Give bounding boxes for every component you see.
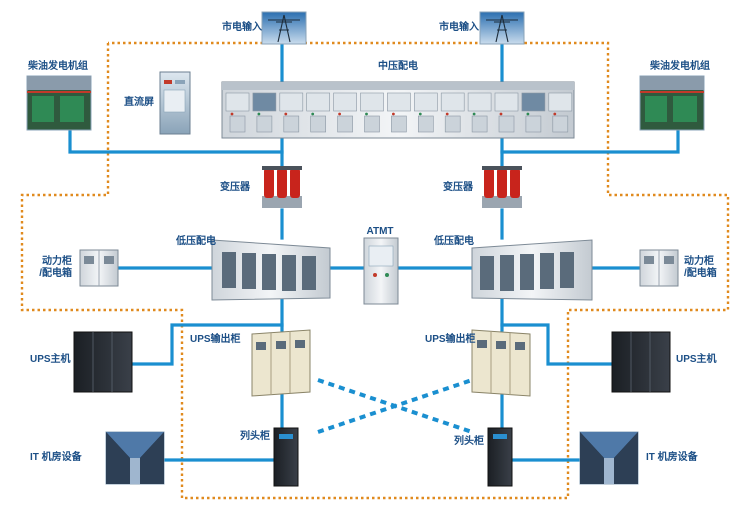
label-grid-left: 市电输入 — [222, 22, 262, 33]
label-ups-output-right: UPS输出柜 — [425, 334, 476, 345]
label-column-head-left: 列头柜 — [240, 431, 270, 442]
label-transformer-left: 变压器 — [220, 182, 250, 193]
label-atmt: ATMT — [366, 226, 394, 237]
label-transformer-right: 变压器 — [443, 182, 473, 193]
label-dc-screen: 直流屏 — [124, 97, 154, 108]
wire-generator-right — [500, 128, 680, 154]
wire-cross-backup-2 — [317, 378, 473, 434]
dc-screen-cabinet — [159, 71, 191, 135]
label-lv-left: 低压配电 — [176, 236, 216, 247]
transformer-icon-left — [262, 166, 302, 208]
generator-photo-left — [26, 75, 92, 131]
mv-switchgear-cell — [387, 92, 411, 133]
power-cabinet-left — [79, 249, 119, 287]
transformer-icon-right — [482, 166, 522, 208]
label-column-head-right: 列头柜 — [454, 436, 484, 447]
column-head-cabinet-left — [273, 427, 299, 487]
label-mv-switchgear: 中压配电 — [378, 61, 418, 72]
mv-switchgear-cell — [333, 92, 357, 133]
it-room-photo-left — [105, 431, 165, 485]
power-pylon-icon — [479, 11, 525, 45]
mv-switchgear-cell — [440, 92, 465, 133]
lv-switchgear-right — [471, 239, 593, 301]
ups-output-cabinet-right — [471, 329, 531, 397]
power-pylon-icon — [261, 11, 307, 45]
label-power-cabinet-right: 动力柜 /配电箱 — [684, 256, 717, 280]
mv-switchgear-cell — [252, 92, 277, 133]
facility-boundary — [20, 41, 730, 500]
ups-host-left — [73, 331, 133, 393]
mv-switchgear-cell — [494, 92, 519, 133]
ups-output-cabinet-left — [251, 329, 311, 397]
label-it-room-right: IT 机房设备 — [646, 452, 698, 463]
label-power-cabinet-left-line2: /配电箱 — [39, 268, 72, 279]
wire-ups-host-right — [500, 323, 614, 366]
mv-switchgear-cell — [225, 92, 250, 133]
mv-switchgear-cell — [548, 92, 573, 133]
atmt-cabinet — [363, 237, 399, 305]
mv-switchgear-cell — [306, 92, 331, 133]
wire-ups-host-left — [130, 323, 284, 366]
power-cabinet-right — [639, 249, 679, 287]
label-grid-right: 市电输入 — [439, 22, 479, 33]
column-head-cabinet-right — [487, 427, 513, 487]
label-generator-left: 柴油发电机组 — [28, 61, 88, 72]
wire-generator-left — [68, 128, 284, 154]
label-power-cabinet-right-line2: /配电箱 — [684, 268, 717, 279]
label-ups-host-left: UPS主机 — [30, 354, 71, 365]
label-ups-output-left: UPS输出柜 — [190, 334, 241, 345]
label-lv-right: 低压配电 — [434, 236, 474, 247]
mv-switchgear-cell — [521, 92, 546, 133]
ups-host-right — [611, 331, 671, 393]
label-power-cabinet-right-line1: 动力柜 — [684, 256, 714, 267]
label-it-room-left: IT 机房设备 — [30, 452, 82, 463]
label-power-cabinet-left-line1: 动力柜 — [42, 256, 72, 267]
generator-photo-right — [639, 75, 705, 131]
label-power-cabinet-left: 动力柜 /配电箱 — [28, 256, 72, 280]
label-generator-right: 柴油发电机组 — [650, 61, 710, 72]
mv-switchgear-cell — [279, 92, 304, 133]
label-ups-host-right: UPS主机 — [676, 354, 717, 365]
mv-switchgear-cell — [360, 92, 384, 133]
mv-switchgear-cell — [467, 92, 492, 133]
lv-switchgear-left — [211, 239, 331, 301]
it-room-photo-right — [579, 431, 639, 485]
mv-switchgear-cell — [413, 92, 438, 133]
